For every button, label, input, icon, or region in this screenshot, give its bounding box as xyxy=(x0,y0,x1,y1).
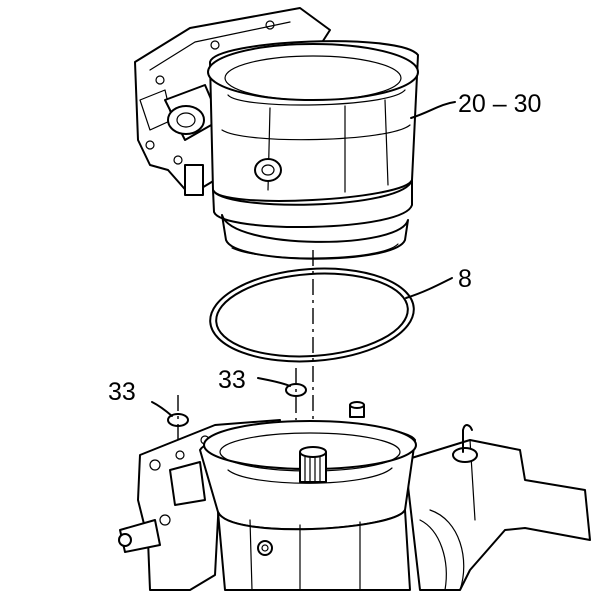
leader-clip-left xyxy=(151,401,173,417)
callout-upper-housing: 20 – 30 xyxy=(458,90,541,118)
clip-left xyxy=(167,395,189,440)
callout-clip-left: 33 xyxy=(108,378,136,406)
callout-clip-right: 33 xyxy=(218,366,246,394)
clip-right xyxy=(285,368,307,420)
seal-ring xyxy=(209,267,415,363)
callout-seal-ring: 8 xyxy=(458,265,472,293)
leader-seal-ring xyxy=(405,277,453,299)
upper-housing xyxy=(134,7,419,260)
leader-upper-housing xyxy=(410,101,456,119)
leader-clip-right xyxy=(257,377,291,387)
lower-housing xyxy=(118,401,591,591)
